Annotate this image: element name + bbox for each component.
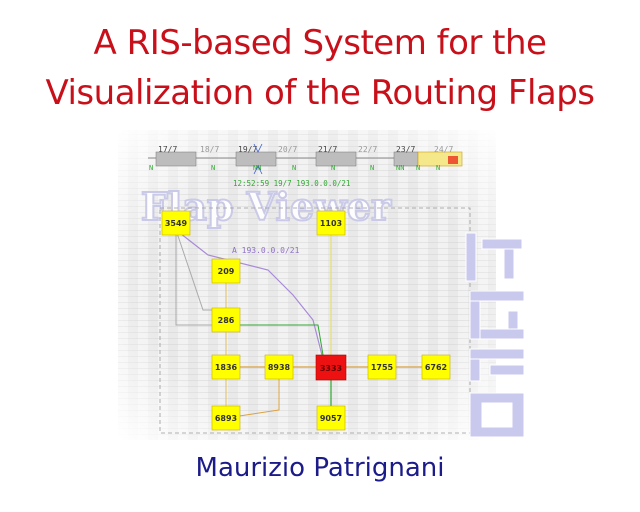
- as-node-6893[interactable]: 6893: [211, 405, 241, 431]
- timeline-date[interactable]: 18/7: [200, 145, 219, 154]
- svg-text:1836: 1836: [215, 363, 238, 372]
- timeline-date[interactable]: 24/7: [434, 145, 453, 154]
- timeline-marker-label: 12:52:59 19/7 193.0.0.0/21: [233, 179, 350, 188]
- svg-text:N: N: [370, 164, 374, 172]
- as-node-209[interactable]: 209: [211, 258, 241, 284]
- graph-prefix-label: A 193.0.0.0/21: [232, 246, 300, 255]
- timeline-date[interactable]: 20/7: [278, 145, 297, 154]
- graph-edge: [175, 230, 216, 326]
- as-node-8938[interactable]: 8938: [264, 354, 294, 380]
- timeline-date[interactable]: 22/7: [358, 145, 377, 154]
- svg-text:3333: 3333: [320, 364, 342, 373]
- svg-text:N: N: [331, 164, 335, 172]
- graph-edge: [225, 367, 280, 419]
- graph-edge-prefix-path: [175, 229, 326, 368]
- svg-text:286: 286: [218, 316, 235, 325]
- as-node-286[interactable]: 286: [211, 307, 241, 333]
- svg-text:N: N: [211, 164, 215, 172]
- as-node-1836[interactable]: 1836: [211, 354, 241, 380]
- slide-title-line-1: A RIS-based System for the: [93, 23, 547, 63]
- as-node-1755[interactable]: 1755: [367, 354, 397, 380]
- graph-frame: [159, 207, 471, 434]
- svg-text:N: N: [149, 164, 153, 172]
- svg-text:6893: 6893: [215, 414, 237, 423]
- timeline-date[interactable]: 21/7: [318, 145, 337, 154]
- svg-text:8938: 8938: [268, 363, 291, 372]
- svg-text:N: N: [292, 164, 296, 172]
- svg-text:N: N: [436, 164, 440, 172]
- svg-text:209: 209: [218, 267, 235, 276]
- graph-edge: [226, 324, 326, 368]
- timeline-date[interactable]: 19/7: [238, 145, 257, 154]
- flap-viewer-screenshot: 17/7 18/7 19/7 20/7 21/7 22/7 23/7 24/7 …: [140, 143, 471, 434]
- as-node-6762[interactable]: 6762: [421, 354, 451, 380]
- timeline-date[interactable]: 23/7: [396, 145, 415, 154]
- author-name: Maurizio Patrignani: [195, 453, 445, 483]
- svg-text:3549: 3549: [165, 219, 188, 228]
- timeline-date[interactable]: 17/7: [158, 145, 177, 154]
- timeline-cursor-icon[interactable]: [253, 143, 263, 153]
- side-logo-graphic: [465, 232, 525, 438]
- as-node-3549[interactable]: 3549: [161, 210, 191, 236]
- svg-text:9057: 9057: [320, 414, 342, 423]
- svg-text:1103: 1103: [320, 219, 342, 228]
- slide-title-line-2: Visualization of the Routing Flaps: [45, 73, 595, 113]
- svg-text:NN: NN: [396, 164, 404, 172]
- svg-text:6762: 6762: [425, 363, 447, 372]
- as-node-1103[interactable]: 1103: [316, 210, 346, 236]
- as-node-3333[interactable]: 3333: [315, 354, 347, 381]
- flap-viewer-screenshot-background: [118, 130, 496, 440]
- graph-edge: [175, 229, 213, 311]
- timeline: 17/7 18/7 19/7 20/7 21/7 22/7 23/7 24/7 …: [148, 143, 463, 188]
- svg-text:1755: 1755: [371, 363, 394, 372]
- as-node-9057[interactable]: 9057: [316, 405, 346, 431]
- svg-text:N: N: [416, 164, 420, 172]
